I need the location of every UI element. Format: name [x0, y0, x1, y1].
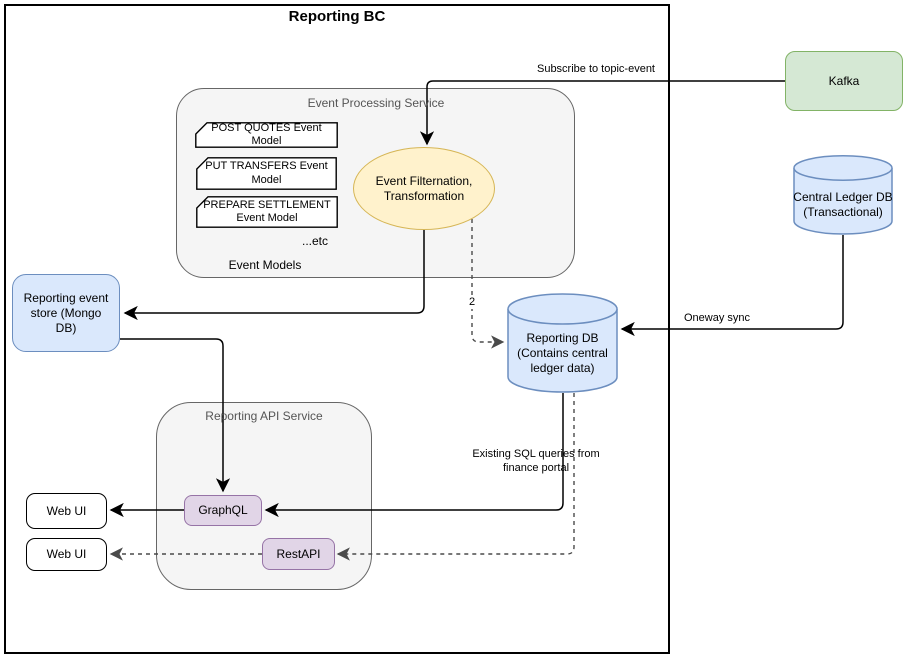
restapi-node: RestAPI: [262, 538, 335, 570]
card-post-quotes-event-model: POST QUOTES Event Model: [195, 122, 338, 148]
central-ledger-db-cylinder: Central Ledger DB (Transactional): [793, 155, 893, 235]
event-filternation-ellipse: Event Filternation, Transformation: [353, 147, 495, 230]
reporting-db-label: Reporting DB (Contains central ledger da…: [517, 330, 608, 375]
event-processing-service-title: Event Processing Service: [307, 96, 445, 110]
web-ui-bottom-node: Web UI: [26, 538, 107, 571]
kafka-node: Kafka: [785, 51, 903, 111]
diagram-title: Reporting BC: [288, 8, 386, 25]
card-label: PUT TRANSFERS Event Model: [205, 160, 328, 186]
card-label: PREPARE SETTLEMENT Event Model: [203, 198, 331, 224]
kafka-label: Kafka: [828, 73, 860, 88]
card-put-transfers-event-model: PUT TRANSFERS Event Model: [196, 157, 337, 190]
reporting-event-store-label: Reporting event store (Mongo DB): [23, 290, 109, 335]
reporting-api-service-title: Reporting API Service: [205, 409, 323, 423]
card-shape: [196, 157, 337, 190]
edge-label-oneway-sync: Oneway sync: [683, 312, 751, 324]
edge-label-2: 2: [465, 295, 479, 310]
reporting-db-cylinder: Reporting DB (Contains central ledger da…: [507, 293, 618, 393]
edge-label-subscribe-topic-event: Subscribe to topic-event: [536, 63, 655, 75]
event-filternation-label: Event Filternation, Transformation: [375, 173, 473, 203]
card-shape: [195, 122, 338, 148]
cylinder-shape: [507, 293, 618, 393]
restapi-label: RestAPI: [276, 546, 321, 561]
web-ui-top-label: Web UI: [46, 503, 87, 518]
reporting-event-store-node: Reporting event store (Mongo DB): [12, 274, 120, 352]
cylinder-shape: [793, 155, 893, 235]
card-prepare-settlement-event-model: PREPARE SETTLEMENT Event Model: [196, 196, 338, 228]
web-ui-bottom-label: Web UI: [46, 547, 87, 561]
web-ui-top-node: Web UI: [26, 493, 107, 529]
graphql-node: GraphQL: [184, 495, 262, 526]
graphql-label: GraphQL: [198, 503, 248, 517]
edge-label-existing-sql-queries: Existing SQL queries from finance portal: [472, 448, 600, 475]
card-label: POST QUOTES Event Model: [211, 121, 322, 147]
central-ledger-db-label: Central Ledger DB (Transactional): [793, 190, 893, 219]
event-models-label: Event Models: [228, 258, 302, 272]
card-shape: [196, 196, 338, 228]
etc-label: ...etc: [301, 234, 328, 248]
